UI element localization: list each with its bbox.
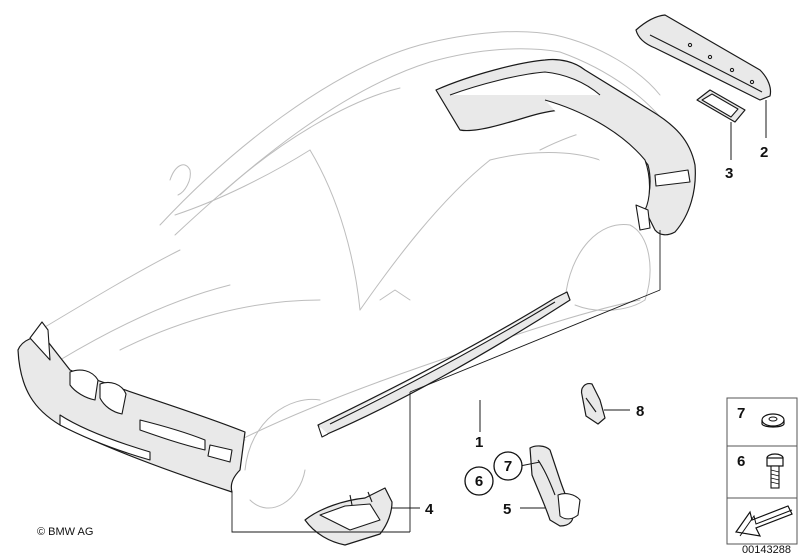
rear-bumper	[435, 58, 696, 236]
clip-part	[580, 383, 606, 425]
front-bumper	[17, 321, 246, 493]
hardware-legend: 7 6	[726, 397, 798, 545]
bolt-icon	[766, 453, 784, 489]
brake-duct-part	[529, 445, 581, 527]
copyright-text: © BMW AG	[37, 526, 93, 538]
callout-1: 1	[475, 434, 483, 451]
side-skirt	[317, 291, 571, 438]
washer-icon	[761, 413, 785, 428]
callout-7: 7	[504, 458, 512, 475]
callout-4: 4	[425, 501, 434, 518]
leader-lines	[392, 100, 767, 509]
bracket-part	[696, 89, 746, 123]
air-duct-part	[304, 487, 393, 546]
assembly-lines	[231, 230, 661, 533]
callout-5: 5	[503, 501, 511, 518]
callout-2: 2	[760, 144, 768, 161]
legend-bolt-label: 6	[737, 453, 745, 470]
arrow-icon	[734, 505, 793, 537]
circled-callout-6: 6	[464, 466, 494, 496]
diagram-number: 00143288	[742, 544, 791, 556]
circled-callout-7: 7	[493, 451, 523, 481]
callout-3: 3	[725, 165, 733, 182]
callout-6: 6	[475, 473, 483, 490]
callout-8: 8	[636, 403, 644, 420]
car-outline	[39, 31, 671, 509]
rear-diffuser	[635, 14, 772, 101]
legend-washer-label: 7	[737, 405, 745, 422]
